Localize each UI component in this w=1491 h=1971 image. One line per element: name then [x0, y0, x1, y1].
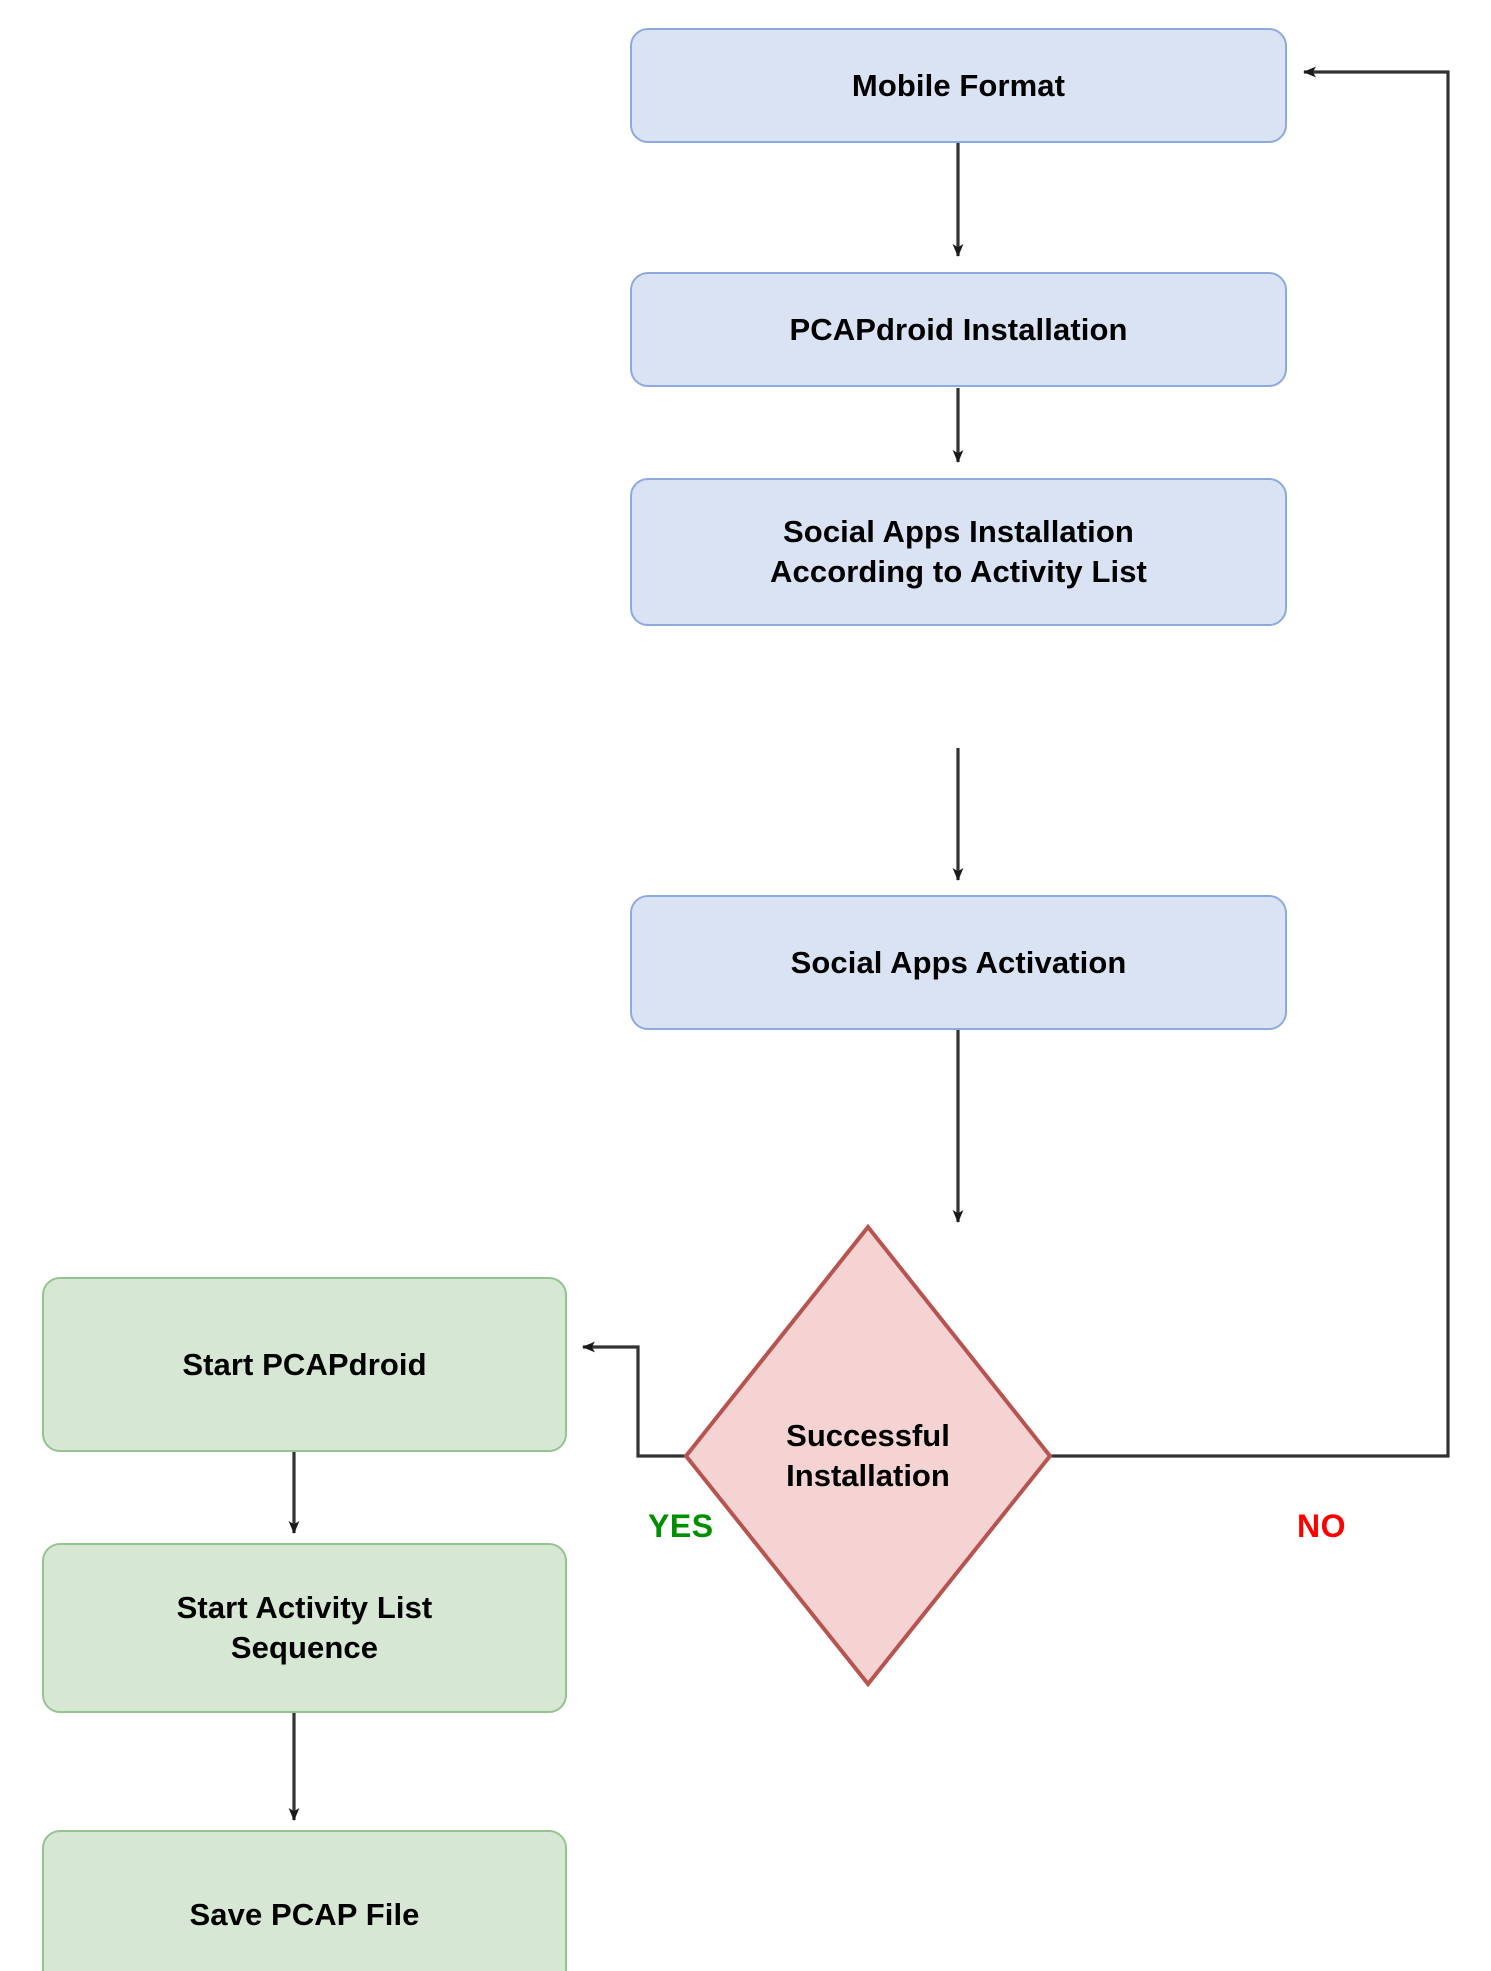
node-label-pcapdroid-installation: PCAPdroid Installation — [789, 311, 1128, 347]
node-start-pcapdroid[interactable]: Start PCAPdroid — [42, 1277, 567, 1452]
node-label-social-apps-activation: Social Apps Activation — [790, 944, 1127, 980]
node-label-save-pcap-file: Save PCAP File — [189, 1897, 420, 1933]
node-start-activity-list-sequence[interactable]: Start Activity List Sequence — [42, 1543, 567, 1713]
decision-shape-successful-installation[interactable] — [683, 1223, 1053, 1688]
node-label-social-apps-installation: Social Apps Installation According to Ac… — [770, 514, 1147, 589]
edge-successful-installation-to-start-pcapdroid-yes — [582, 1341, 686, 1458]
node-pcapdroid-installation[interactable]: PCAPdroid Installation — [630, 272, 1287, 387]
node-label-mobile-format: Mobile Format — [851, 67, 1066, 103]
edge-label-yes: YES — [648, 1508, 714, 1544]
node-save-pcap-file[interactable]: Save PCAP File — [42, 1830, 567, 1971]
node-successful-installation[interactable]: Successful Installation — [686, 1227, 1050, 1684]
node-label-start-activity-list-sequence: Start Activity List Sequence — [176, 1590, 433, 1665]
edge-label-no: NO — [1297, 1508, 1346, 1544]
node-social-apps-installation[interactable]: Social Apps Installation According to Ac… — [630, 478, 1287, 626]
node-label-start-pcapdroid: Start PCAPdroid — [182, 1346, 427, 1382]
node-label-successful-installation: Successful Installation — [786, 1417, 950, 1493]
node-social-apps-activation[interactable]: Social Apps Activation — [630, 895, 1287, 1030]
node-mobile-format[interactable]: Mobile Format — [630, 28, 1287, 143]
edge-successful-installation-to-mobile-format-no — [1050, 66, 1450, 1458]
